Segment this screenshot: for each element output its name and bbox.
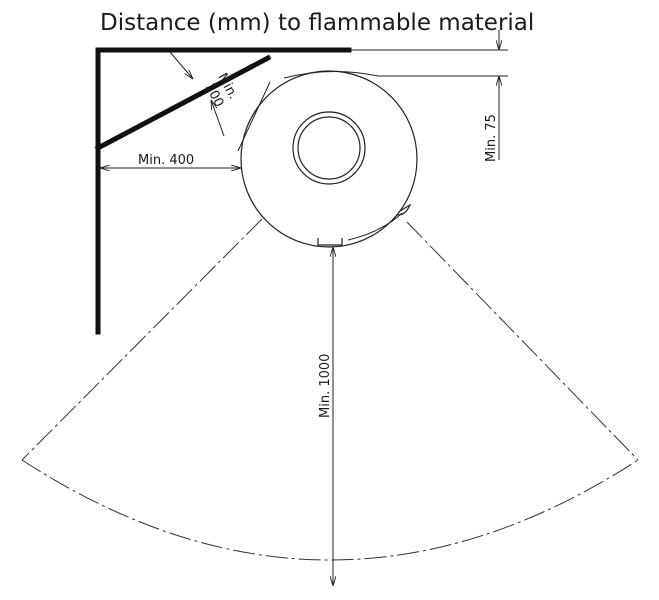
- zone-right-boundary: [406, 221, 639, 461]
- zone-arc: [21, 459, 639, 561]
- walls: [94, 47, 352, 335]
- stove-door-hinge: [347, 212, 403, 241]
- dimension-back-label: Min. 75: [484, 114, 499, 162]
- dimension-front-label: Min. 1000: [318, 354, 333, 418]
- dimension-front: Min. 1000: [318, 247, 333, 586]
- stove-top-edge: [283, 71, 379, 79]
- stove: [240, 70, 418, 248]
- corner-wall: [95, 47, 352, 335]
- diagonal-wall: [94, 54, 272, 152]
- dimension-side: Min. 400: [100, 153, 241, 168]
- stove-foot: [317, 238, 343, 246]
- flue-inner-ring: [297, 116, 361, 180]
- diagram-title: Distance (mm) to flammable material: [100, 10, 534, 36]
- dimension-side-label: Min. 400: [138, 153, 194, 168]
- safety-zone: [21, 218, 639, 561]
- dimension-back: Min. 75: [349, 30, 508, 162]
- zone-left-boundary: [21, 218, 263, 461]
